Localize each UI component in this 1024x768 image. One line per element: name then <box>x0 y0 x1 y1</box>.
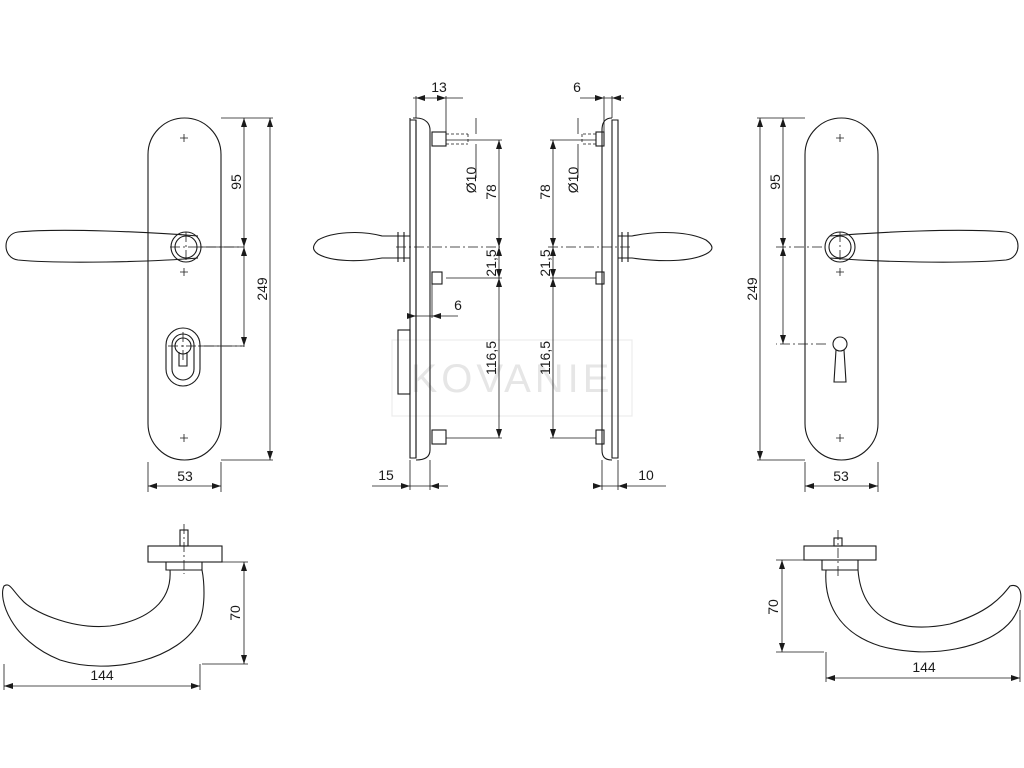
dim-116-5-left: 116,5 <box>483 341 499 375</box>
dim-144-left: 144 <box>90 667 114 683</box>
dim-95-right: 95 <box>767 174 783 190</box>
dim-10: 10 <box>638 467 654 483</box>
dim-144-right: 144 <box>912 659 936 675</box>
dim-70-left: 70 <box>227 605 243 621</box>
side-view-left: Ø10 78 21,5 116,5 13 6 15 <box>312 79 502 490</box>
dim-21-5-right: 21,5 <box>537 249 553 276</box>
dim-95-left: 95 <box>228 174 244 190</box>
dim-13: 13 <box>431 79 447 95</box>
dim-21-5-left: 21,5 <box>483 249 499 276</box>
top-view-right: 70 144 <box>765 530 1022 682</box>
dim-249-right: 249 <box>744 277 760 301</box>
dim-15: 15 <box>378 467 394 483</box>
dim-6-left: 6 <box>454 297 462 313</box>
dim-dia10-left: Ø10 <box>463 167 479 194</box>
top-view-left: 70 144 <box>2 524 248 690</box>
watermark-text: KOVANIE <box>411 357 614 401</box>
side-view-right: Ø10 78 21,5 116,5 6 10 <box>537 79 713 490</box>
dim-70-right: 70 <box>765 599 781 615</box>
dim-53-right: 53 <box>833 468 849 484</box>
dim-78-left: 78 <box>483 184 499 200</box>
dim-53-left: 53 <box>177 468 193 484</box>
front-view-right: 95 249 53 <box>744 117 1019 492</box>
dim-249-left: 249 <box>254 277 270 301</box>
dim-116-5-right: 116,5 <box>537 341 553 375</box>
dim-dia10-right: Ø10 <box>565 167 581 194</box>
front-view-left: 95 249 53 <box>5 117 273 492</box>
dim-6-right: 6 <box>573 79 581 95</box>
watermark-frame <box>391 339 633 417</box>
dim-78-right: 78 <box>537 184 553 200</box>
